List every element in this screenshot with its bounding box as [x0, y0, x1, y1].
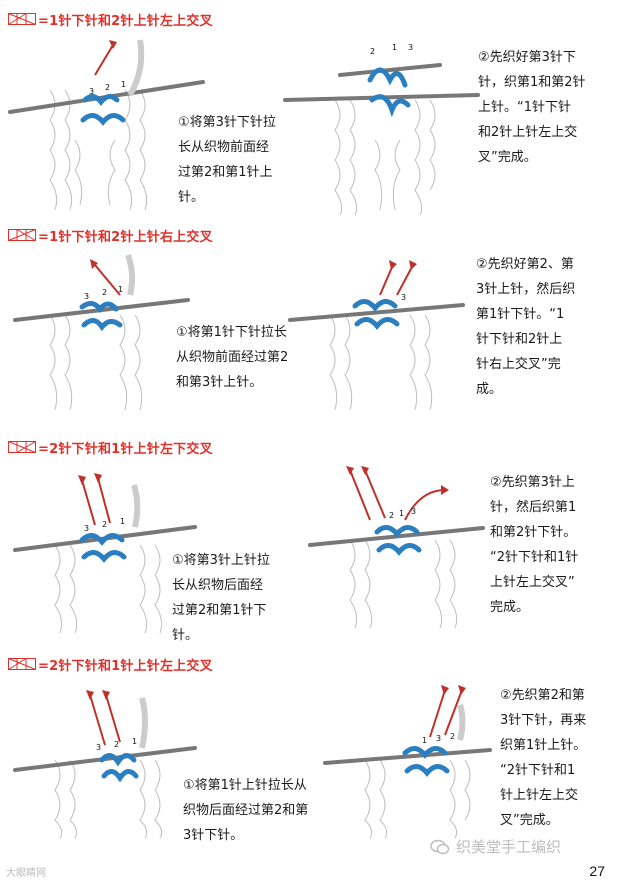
stitch-label: 3 — [408, 43, 413, 52]
stitch-label: 3 — [84, 524, 89, 533]
section-title-text: =1针下针和2针上针左上交叉 — [38, 10, 213, 29]
stitch-label: 2 — [370, 47, 375, 56]
stitch-label: 3 — [401, 293, 406, 302]
illustration-step-1: 3 2 1 — [10, 680, 200, 840]
section-title-text: =2针下针和1针上针左上交叉 — [38, 655, 213, 674]
stitch-label: 1 — [121, 80, 126, 89]
step-1-caption: ①将第3针上针拉 长从织物后面经 过第2和第1针下 针。 — [172, 548, 270, 648]
cable-symbol-icon — [8, 229, 36, 241]
cable-symbol-icon — [8, 441, 36, 453]
wechat-icon — [430, 839, 450, 855]
watermark-brand: 织美堂手工编织 — [456, 836, 561, 857]
illustration-step-1: 3 2 1 — [5, 30, 205, 220]
section-title-text: =1针下针和2针上针右上交叉 — [38, 226, 213, 245]
step-2-caption: ②先织好第2、第 3针上针，然后织 第1针下针。“1 针下针和2针上 针右上交叉… — [476, 252, 575, 402]
stitch-label: 2 — [450, 732, 455, 741]
stitch-label: 3 — [96, 743, 101, 752]
step-2-caption: ②先织第3针上 针，然后织第1 和第2针下针。 “2针下针和1针 上针左上交叉”… — [490, 470, 578, 620]
stitch-label: 3 — [436, 734, 441, 743]
stitch-label: 1 — [120, 517, 125, 526]
step-2-caption: ②先织第2和第 3针下针，再来 织第1针上针。 “2针下针和1 针上针左上交 叉… — [500, 683, 586, 833]
watermark: 织美堂手工编织 — [430, 836, 561, 857]
cable-symbol-icon — [8, 658, 36, 670]
stitch-label: 2 — [389, 511, 394, 520]
watermark-left: 大眼睛网 — [6, 864, 46, 879]
step-1-caption: ①将第1针上针拉长从 织物后面经过第2和第 3针下针。 — [183, 773, 308, 848]
step-1-caption: ①将第1针下针拉长 从织物前面经过第2 和第3针上针。 — [176, 320, 288, 395]
step-1-caption: ①将第3针下针拉 长从织物前面经 过第2和第1针上 针。 — [178, 110, 276, 210]
section-3: =2针下针和1针上针左下交叉 3 2 1 ①将第3针上针拉 长从织物后面经 过第… — [0, 430, 619, 640]
illustration-step-2: 2 1 3 — [305, 460, 485, 630]
stitch-label: 3 — [411, 507, 416, 516]
stitch-label: 1 — [118, 285, 123, 294]
stitch-label: 1 — [392, 43, 397, 52]
page-number: 27 — [589, 863, 605, 879]
illustration-step-2: 3 — [285, 240, 465, 415]
stitch-label: 3 — [89, 87, 94, 96]
stitch-label: 2 — [114, 740, 119, 749]
stitch-label: 1 — [422, 736, 427, 745]
section-1-title: =1针下针和2针上针左上交叉 — [8, 10, 213, 28]
section-3-title: =2针下针和1针上针左下交叉 — [8, 438, 213, 456]
stitch-label: 2 — [102, 288, 107, 297]
illustration-step-2: 2 1 3 — [280, 40, 480, 220]
illustration-step-2: 1 3 2 — [320, 675, 500, 840]
section-2: =1针下针和2针上针右上交叉 3 2 1 ①将第1针下针拉长 从织物前面经过第2… — [0, 220, 619, 430]
section-4-title: =2针下针和1针上针左上交叉 — [8, 655, 213, 673]
stitch-label: 1 — [132, 737, 137, 746]
step-2-caption: ②先织好第3针下 针，织第1和第2针 上针。“1针下针 和2针上针左上交 叉”完… — [478, 45, 586, 170]
illustration-step-1: 3 2 1 — [10, 245, 190, 415]
stitch-label: 2 — [105, 83, 110, 92]
stitch-label: 3 — [84, 292, 89, 301]
section-2-title: =1针下针和2针上针右上交叉 — [8, 226, 213, 244]
section-title-text: =2针下针和1针上针左下交叉 — [38, 438, 213, 457]
cable-symbol-icon — [8, 13, 36, 25]
stitch-label: 1 — [399, 509, 404, 518]
section-1: =1针下针和2针上针左上交叉 3 2 1 ①将第3针下针拉 长从织物前面经 过第… — [0, 0, 619, 220]
stitch-label: 2 — [102, 520, 107, 529]
